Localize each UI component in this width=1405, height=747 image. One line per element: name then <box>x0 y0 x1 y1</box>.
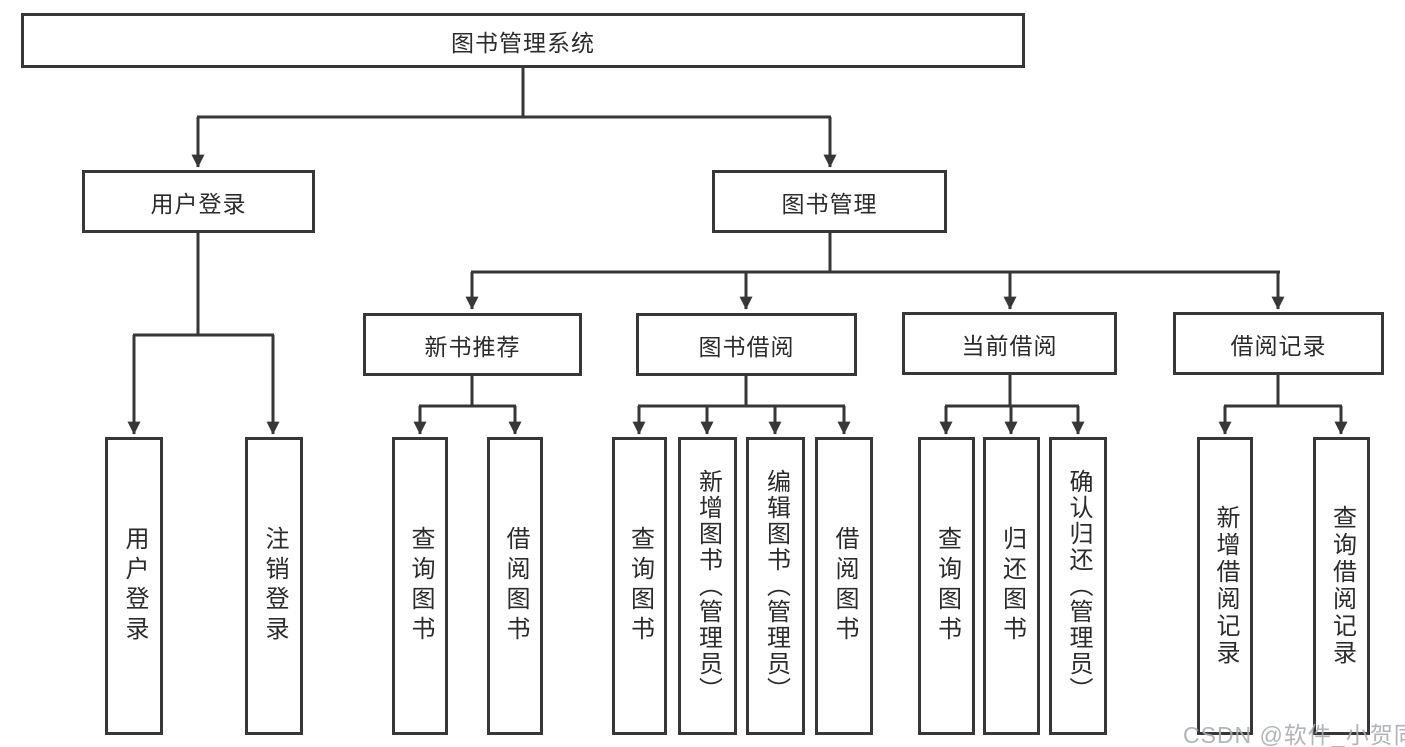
leaf-add-borrow-record: 新增借阅记录 <box>1197 437 1253 735</box>
leaf-query-borrow-record: 查询借阅记录 <box>1313 437 1370 735</box>
node-borrowing-records: 借阅记录 <box>1173 312 1384 375</box>
leaf-add-book-admin: 新增图书（管理员） <box>678 437 737 735</box>
leaf-logout: 注销登录 <box>245 437 303 735</box>
node-new-book-recommend: 新书推荐 <box>363 313 582 376</box>
leaf-borrow-books-recommend: 借阅图书 <box>487 437 543 735</box>
leaf-confirm-return-admin: 确认归还（管理员） <box>1049 437 1107 735</box>
node-user-login-branch: 用户登录 <box>82 170 315 233</box>
node-current-borrowing: 当前借阅 <box>902 312 1117 375</box>
csdn-watermark: CSDN @软件_小贺同学 <box>1183 722 1405 747</box>
node-book-management-branch: 图书管理 <box>712 170 947 233</box>
leaf-query-books-recommend: 查询图书 <box>392 437 448 735</box>
leaf-query-books-borrowing: 查询图书 <box>612 437 667 735</box>
node-root-library-system: 图书管理系统 <box>21 13 1025 68</box>
node-book-borrowing: 图书借阅 <box>636 313 857 376</box>
leaf-return-books: 归还图书 <box>983 437 1040 735</box>
leaf-borrow-books: 借阅图书 <box>815 437 873 735</box>
leaf-query-books-current: 查询图书 <box>918 437 975 735</box>
leaf-user-login: 用户登录 <box>105 437 163 735</box>
leaf-edit-book-admin: 编辑图书（管理员） <box>746 437 805 735</box>
